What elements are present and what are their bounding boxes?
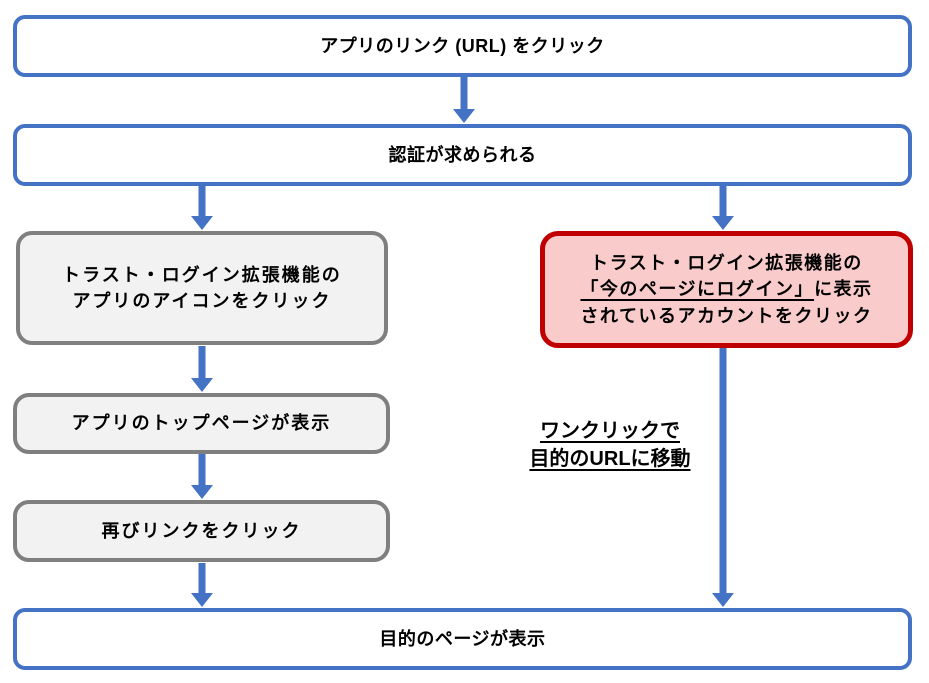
annotation-line2: 目的のURLに移動 bbox=[529, 448, 691, 470]
arrow-start-to-auth bbox=[452, 77, 476, 123]
arrow-head bbox=[191, 485, 213, 499]
node-login-current-page-account-click: トラスト・ログイン拡張機能の 「今のページにログイン」に表示 されているアカウン… bbox=[540, 231, 913, 348]
arrow-left3-to-end bbox=[190, 563, 214, 607]
node-click-app-link-label: アプリのリンク (URL) をクリック bbox=[320, 35, 605, 56]
node-extension-app-icon-click-line1: トラスト・ログイン拡張機能の bbox=[62, 264, 342, 285]
node-click-app-link: アプリのリンク (URL) をクリック bbox=[13, 15, 912, 77]
arrow-stem bbox=[719, 186, 727, 216]
arrow-stem bbox=[719, 348, 727, 593]
arrow-head bbox=[712, 593, 734, 607]
arrow-head bbox=[712, 216, 734, 230]
annotation-one-click-note: ワンクリックで 目的のURLに移動 bbox=[505, 417, 715, 473]
node-auth-required: 認証が求められる bbox=[13, 124, 912, 186]
arrow-head bbox=[191, 378, 213, 392]
node-target-page-displayed-label: 目的のページが表示 bbox=[379, 628, 546, 649]
arrow-stem bbox=[198, 346, 206, 378]
node-login-current-page-line2-underlined: 「今のページにログイン」 bbox=[580, 279, 815, 300]
arrow-stem bbox=[198, 186, 206, 216]
arrow-left1-to-left2 bbox=[190, 346, 214, 392]
node-auth-required-label: 認証が求められる bbox=[388, 144, 537, 165]
node-login-current-page-line1: トラスト・ログイン拡張機能の bbox=[590, 253, 863, 274]
arrow-auth-to-right-branch bbox=[711, 186, 735, 230]
arrow-left2-to-left3 bbox=[190, 454, 214, 499]
annotation-line1: ワンクリックで bbox=[540, 420, 680, 442]
node-login-current-page-line2: 「今のページにログイン」に表示 bbox=[580, 276, 872, 302]
arrow-auth-to-left-branch bbox=[190, 186, 214, 230]
arrow-stem bbox=[198, 563, 206, 593]
node-app-top-page-displayed: アプリのトップページが表示 bbox=[13, 393, 390, 454]
arrow-head bbox=[453, 109, 475, 123]
node-extension-app-icon-click: トラスト・ログイン拡張機能の アプリのアイコンをクリック bbox=[16, 231, 388, 345]
node-target-page-displayed: 目的のページが表示 bbox=[13, 608, 912, 670]
node-login-current-page-line3: されているアカウントをクリック bbox=[580, 305, 873, 326]
node-extension-app-icon-click-line2: アプリのアイコンをクリック bbox=[72, 291, 332, 311]
node-click-link-again-label: 再びリンクをクリック bbox=[101, 520, 302, 541]
arrow-head bbox=[191, 593, 213, 607]
arrow-right-to-end bbox=[711, 348, 735, 607]
node-app-top-page-displayed-label: アプリのトップページが表示 bbox=[71, 413, 332, 434]
arrow-stem bbox=[198, 454, 206, 485]
arrow-head bbox=[191, 216, 213, 230]
node-click-link-again: 再びリンクをクリック bbox=[13, 500, 390, 562]
arrow-stem bbox=[460, 77, 468, 109]
node-login-current-page-line2-rest: に表示 bbox=[814, 279, 873, 300]
